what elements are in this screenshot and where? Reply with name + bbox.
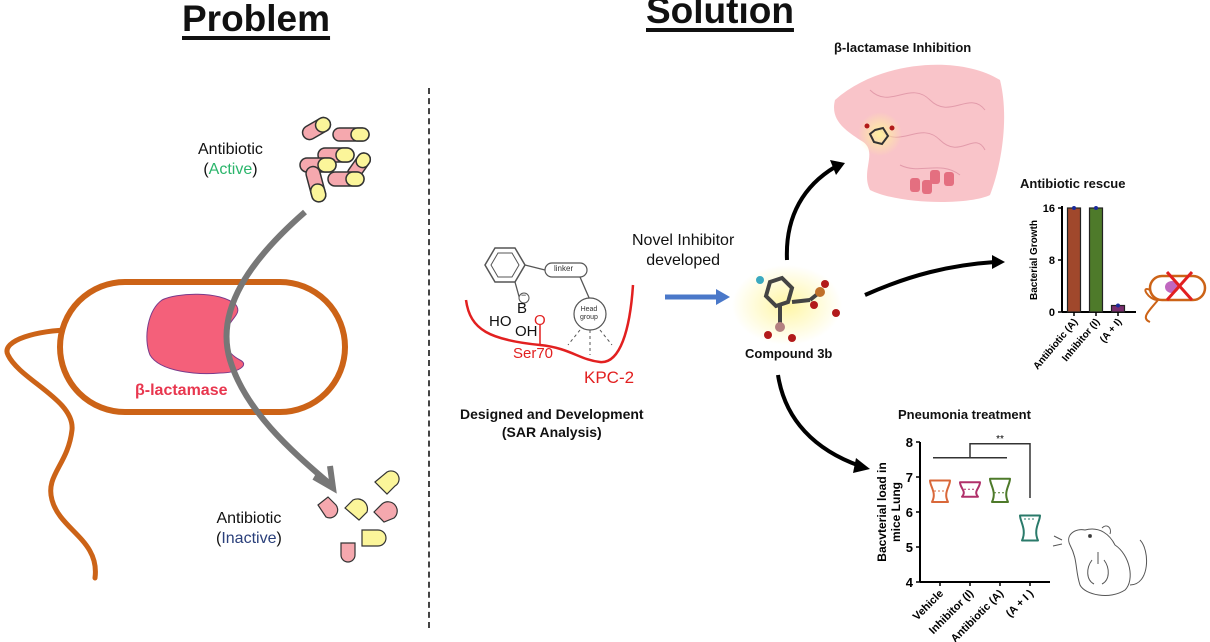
linker-box — [544, 262, 588, 278]
antibiotic-inactive-line1: Antibiotic — [216, 510, 282, 527]
head-group-line1: Head — [580, 306, 598, 313]
design-caption-line2: (SAR Analysis) — [501, 424, 602, 440]
violin — [929, 479, 951, 503]
killed-bacteria-icon — [1144, 271, 1207, 323]
inactive-pills — [317, 470, 400, 563]
head-group-line2: group — [580, 314, 598, 321]
section-divider — [428, 88, 430, 628]
ho-label: HO — [489, 313, 512, 330]
inactive-status-text: Inactive — [221, 530, 277, 547]
arrow-to-pneumonia — [776, 374, 861, 468]
arrow-to-inhibition — [784, 165, 837, 261]
y-axis-label-line1: Bacvterial load in — [875, 462, 889, 561]
y-tick-label: 5 — [906, 540, 913, 555]
antibiotic-active-line1: Antibiotic — [198, 141, 263, 158]
y-tick-label: 8 — [1049, 255, 1055, 267]
degradation-arrowhead — [312, 465, 337, 494]
design-caption: Designed and Development (SAR Analysis) — [460, 405, 644, 441]
kpc2-label: KPC-2 — [584, 368, 635, 387]
error-dot — [1116, 303, 1120, 308]
antibiotic-inactive-label: Antibiotic (Inactive) — [216, 509, 282, 549]
active-status-text: Active — [208, 161, 253, 178]
active-pills — [299, 116, 372, 203]
y-tick-label: 16 — [1043, 203, 1055, 215]
error-dot — [1094, 206, 1098, 210]
ser70-label: Ser70 — [513, 345, 554, 362]
y-tick-label: 8 — [906, 435, 913, 450]
violin — [1019, 514, 1041, 542]
error-dot — [1072, 206, 1076, 210]
blue-arrowhead — [716, 289, 730, 305]
mouse-lung-icon — [1052, 525, 1148, 596]
novel-inhibitor-line1: Novel Inhibitor — [632, 232, 735, 249]
compound-label: Compound 3b — [745, 346, 833, 361]
chart1-title: Antibiotic rescue — [1020, 176, 1126, 191]
violin — [959, 481, 981, 498]
inhibition-title: β-lactamase Inhibition — [834, 40, 972, 55]
y-tick-label: 4 — [906, 575, 914, 590]
boron-label: B — [517, 300, 528, 317]
oxygen-label: O — [534, 312, 546, 329]
oh-label: OH — [515, 323, 538, 340]
y-tick-label: 0 — [1049, 307, 1055, 319]
solution-heading: Solution — [646, 0, 794, 31]
beta-lactamase-label: β-lactamase — [135, 382, 228, 399]
kpc2-binding-pocket — [464, 284, 635, 364]
problem-heading: Problem — [182, 0, 331, 39]
flagellum — [4, 327, 98, 581]
y-tick-label: 6 — [906, 505, 913, 520]
chart2-title: Pneumonia treatment — [898, 407, 1031, 422]
problem-illustration — [4, 116, 400, 581]
antibiotic-active-status: (Active) — [203, 161, 258, 178]
y-axis-label-line2: mice Lung — [889, 482, 903, 542]
antibiotic-inactive-status: (Inactive) — [216, 530, 282, 547]
y-axis-label: Bacterial Growth — [1029, 220, 1040, 300]
novel-inhibitor-line2: developed — [646, 252, 721, 269]
charge-label: − — [521, 290, 527, 300]
degradation-arrow — [223, 209, 332, 487]
linker-label: linker — [554, 264, 574, 273]
bound-inhibitor — [868, 126, 890, 146]
significance-bracket — [969, 443, 1031, 498]
antibiotic-active-label: Antibiotic (Active) — [198, 140, 263, 180]
arrow-to-rescue — [864, 260, 996, 297]
violin — [989, 477, 1011, 503]
design-caption-line1: Designed and Development — [460, 406, 644, 422]
y-tick-label: 7 — [906, 470, 913, 485]
head-group-label: Head group — [580, 306, 598, 322]
significance-label: ** — [996, 434, 1004, 445]
novel-inhibitor-label: Novel Inhibitor developed — [632, 231, 734, 271]
